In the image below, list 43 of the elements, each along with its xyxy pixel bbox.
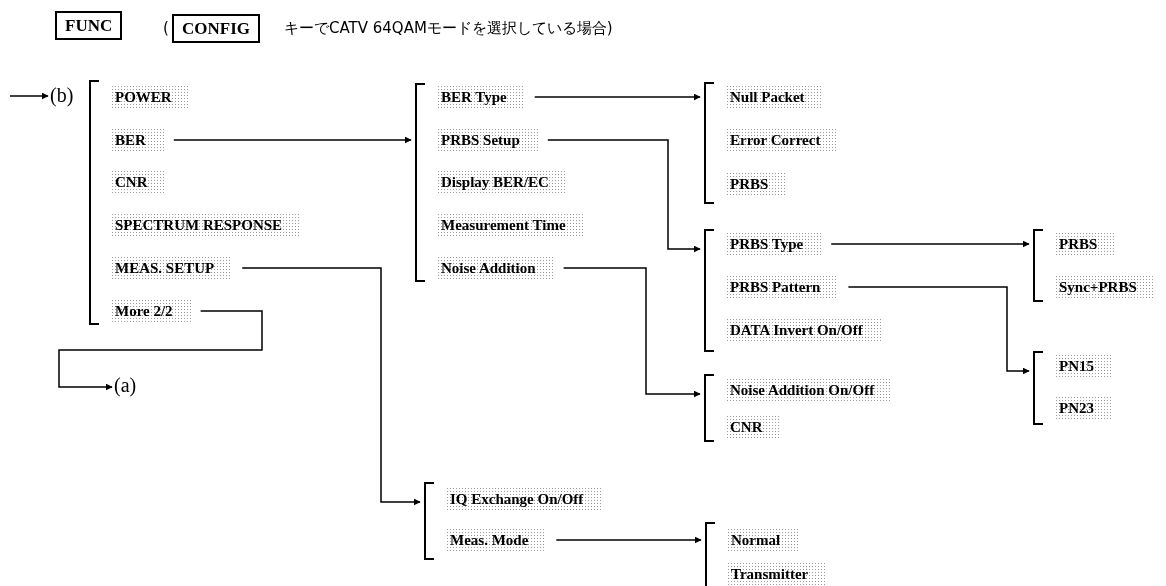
menu-item: PRBS Pattern (726, 275, 839, 299)
menu-item: Normal (727, 528, 799, 552)
arrow (58, 310, 263, 391)
arrow (9, 92, 49, 100)
menu-item: PRBS (726, 172, 787, 196)
menu-item: POWER (111, 85, 190, 109)
key-label: FUNC (55, 11, 123, 40)
menu-item: MEAS. SETUP (111, 256, 233, 280)
arrow (847, 286, 1030, 375)
menu-item: Null Packet (726, 85, 823, 109)
menu-item: CNR (111, 170, 166, 194)
arrow (173, 136, 412, 144)
menu-item: Noise Addition On/Off (726, 378, 893, 402)
key-label: CONFIG (172, 14, 260, 43)
arrow (555, 536, 702, 544)
jump-marker: (b) (50, 83, 74, 107)
arrow (547, 139, 701, 253)
arrow (533, 93, 701, 101)
menu-item: DATA Invert On/Off (726, 318, 881, 342)
menu-item: Display BER/EC (437, 170, 567, 194)
arrow (241, 267, 421, 506)
menu-item: Transmitter (727, 562, 827, 586)
menu-item: PRBS (1055, 232, 1116, 256)
menu-item: PRBS Type (726, 232, 822, 256)
menu-item: Measurement Time (437, 213, 584, 237)
menu-item: Error Correct (726, 128, 839, 152)
menu-item: Meas. Mode (446, 528, 547, 552)
header-text: ( (163, 18, 169, 38)
menu-item: IQ Exchange On/Off (446, 487, 602, 511)
menu-item: CNR (726, 415, 781, 439)
header-text: キーでCATV 64QAMモードを選択している場合) (284, 18, 613, 38)
menu-item: BER Type (437, 85, 525, 109)
menu-item: BER (111, 128, 164, 152)
menu-item: Noise Addition (437, 256, 554, 280)
arrow (830, 240, 1030, 248)
jump-marker: (a) (114, 373, 137, 397)
menu-item: PN15 (1055, 354, 1112, 378)
menu-item: SPECTRUM RESPONSE (111, 213, 301, 237)
menu-item: PN23 (1055, 396, 1112, 420)
menu-item: PRBS Setup (437, 128, 538, 152)
menu-item: Sync+PRBS (1055, 275, 1155, 299)
arrow (562, 267, 701, 398)
menu-item: More 2/2 (111, 299, 191, 323)
